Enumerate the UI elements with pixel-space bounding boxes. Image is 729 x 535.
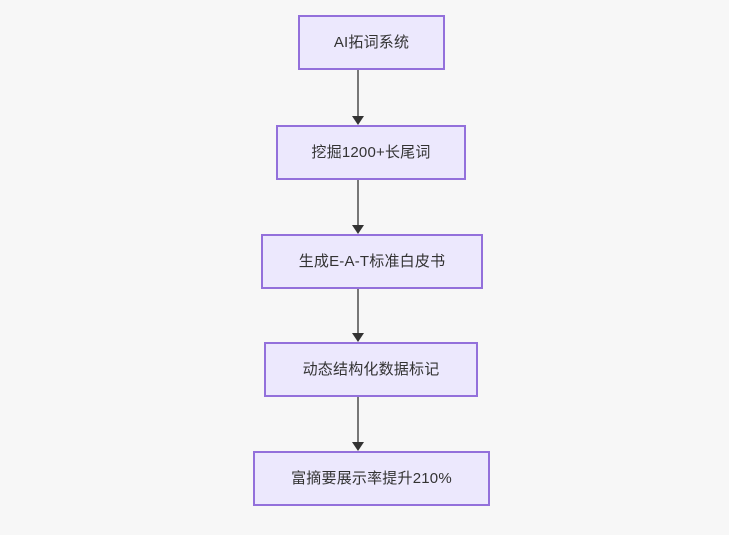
connector-line-icon	[357, 70, 359, 117]
arrow-down-icon	[352, 116, 364, 125]
flow-node-4[interactable]: 动态结构化数据标记	[264, 342, 478, 397]
flow-node-1[interactable]: AI拓词系统	[298, 15, 445, 70]
arrow-down-icon	[352, 442, 364, 451]
flow-node-5[interactable]: 富摘要展示率提升210%	[253, 451, 490, 506]
flow-connector-2	[343, 180, 373, 234]
flow-connector-1	[343, 70, 373, 125]
connector-line-icon	[357, 180, 359, 226]
flow-connector-4	[343, 397, 373, 451]
connector-line-icon	[357, 289, 359, 334]
arrow-down-icon	[352, 333, 364, 342]
flow-node-2[interactable]: 挖掘1200+长尾词	[276, 125, 466, 180]
connector-line-icon	[357, 397, 359, 443]
flow-connector-3	[343, 289, 373, 342]
flow-node-3[interactable]: 生成E-A-T标准白皮书	[261, 234, 483, 289]
arrow-down-icon	[352, 225, 364, 234]
